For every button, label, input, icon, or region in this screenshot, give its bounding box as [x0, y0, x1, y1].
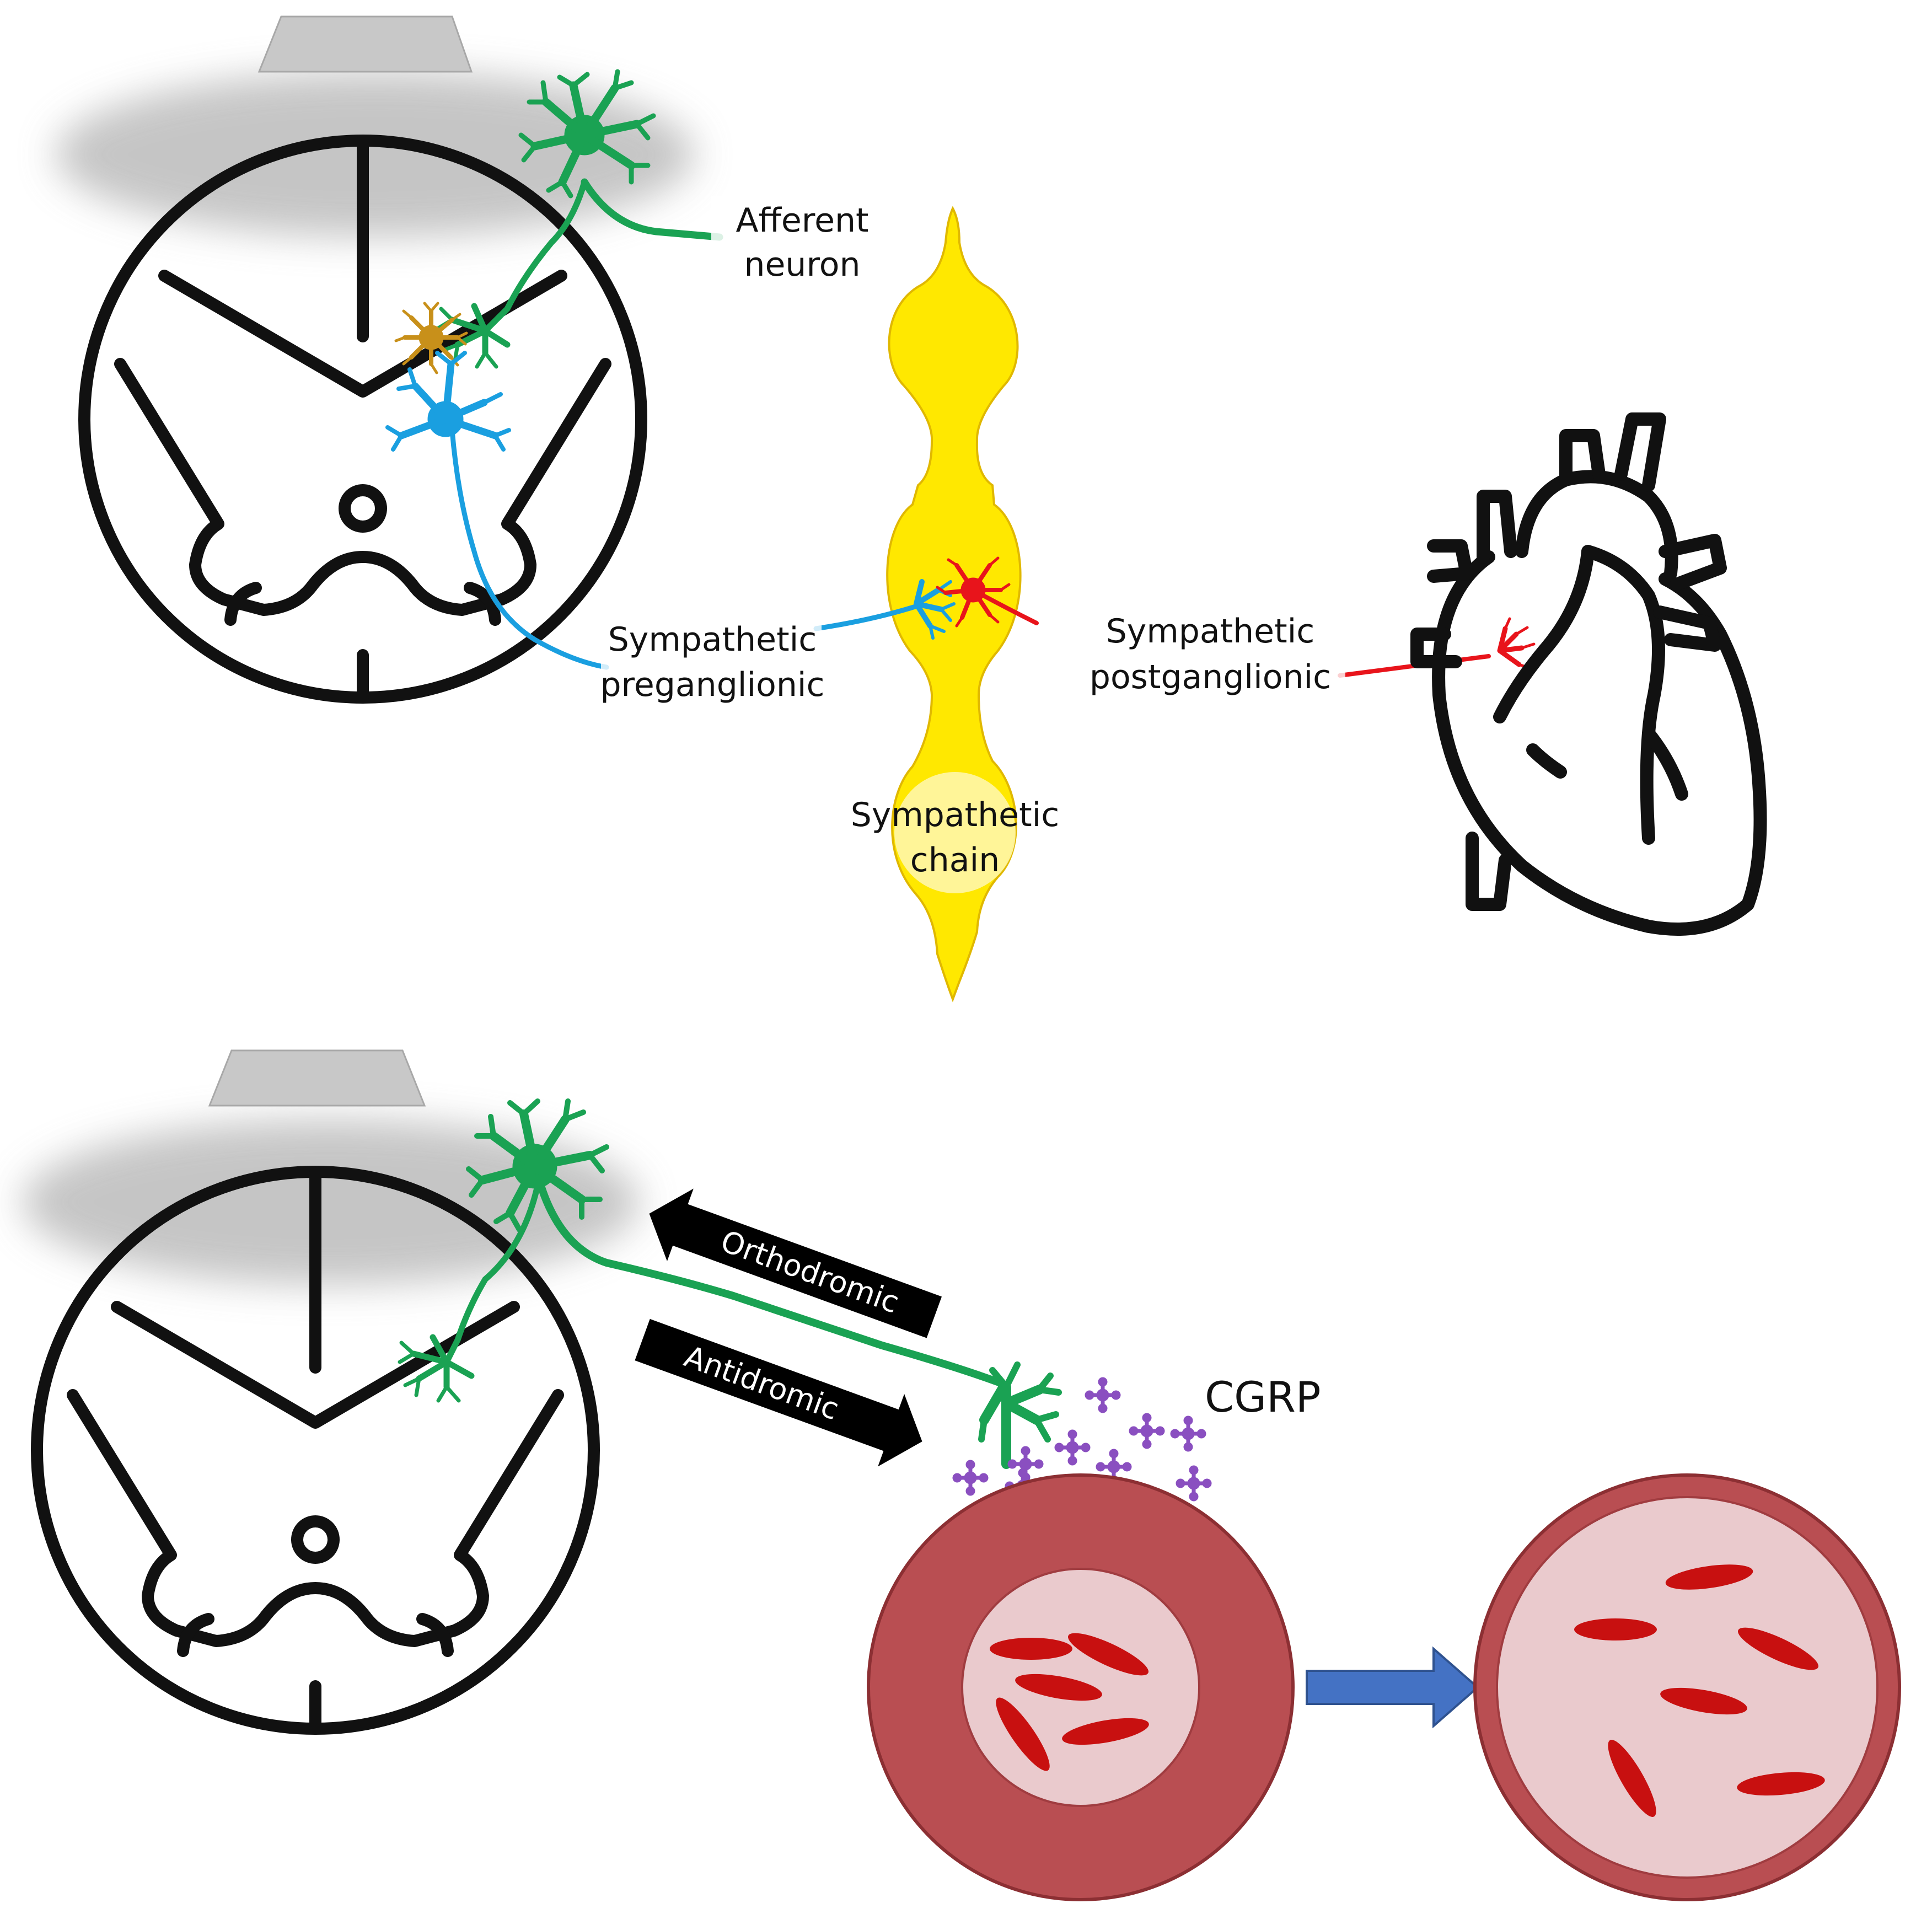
orthodromic-arrow: Orthodromic: [649, 1188, 942, 1338]
afferent-cell-body-bottom: [466, 1098, 609, 1232]
afferent-label-line2: neuron: [744, 245, 860, 284]
afferent-cell-body: [518, 69, 656, 199]
stimulus-block-bottom: [208, 1049, 426, 1107]
postganglionic-label: Sympathetic postganglionic: [1090, 604, 1345, 703]
chain-label-line1: Sympathetic: [851, 796, 1060, 834]
cgrp-molecule: [1170, 1416, 1206, 1452]
red-blood-cells-dilated: [1574, 1564, 1825, 1817]
afferent-fiber-bottom: [534, 1171, 1007, 1388]
cgrp-molecule: [952, 1460, 989, 1496]
red-blood-cell: [1062, 1718, 1149, 1745]
red-blood-cell: [1665, 1564, 1753, 1590]
afferent-central-branch-bottom: [443, 1182, 541, 1365]
red-blood-cell: [990, 1638, 1072, 1660]
vessel-constricted: [867, 1473, 1295, 1901]
vessel-dilated: [1473, 1473, 1901, 1901]
preganglionic-label-line1: Sympathetic: [608, 620, 817, 659]
antidromic-arrow-shape: [635, 1318, 922, 1467]
orthodromic-arrow-shape: [649, 1188, 942, 1338]
preganglionic-neuron: [385, 351, 956, 670]
stimulus-shadow: [55, 72, 695, 237]
chain-label-line2: chain: [910, 841, 1000, 880]
afferent-neuron-bottom: [398, 1098, 1062, 1469]
red-blood-cells-constricted: [990, 1633, 1149, 1771]
red-blood-cell: [1574, 1618, 1657, 1640]
red-blood-cell: [996, 1697, 1050, 1771]
red-blood-cell: [1737, 1772, 1825, 1796]
antidromic-arrow: Antidromic: [635, 1318, 922, 1467]
cgrp-label: CGRP: [1205, 1372, 1321, 1422]
sympathetic-chain-label: Sympathetic chain: [851, 796, 1060, 880]
afferent-label: Afferent neuron: [711, 196, 888, 289]
postganglionic-cell-body: [936, 556, 1011, 628]
preganglionic-label: Sympathetic preganglionic: [600, 612, 825, 711]
preganglionic-cell-body: [385, 351, 511, 452]
bottom-panel: Orthodromic Antidromic CGRP: [22, 1049, 1901, 1901]
preganglionic-axon: [449, 427, 609, 670]
red-blood-cell: [1738, 1627, 1818, 1670]
cgrp-molecule: [1085, 1377, 1121, 1413]
spinal-cord-top: [84, 141, 641, 698]
afferent-neuron-top: [436, 69, 723, 369]
afferent-central-branch: [482, 179, 588, 334]
bottom-stimulus: [22, 1049, 640, 1285]
chain-label-highlight: [894, 772, 1016, 893]
vasodilation-arrow: [1306, 1646, 1480, 1729]
afferent-peripheral-terminal: [978, 1361, 1062, 1469]
preganglionic-label-line2: preganglionic: [600, 666, 824, 704]
afferent-axon: [581, 178, 723, 241]
red-blood-cell: [1660, 1687, 1747, 1715]
stimulus-block: [257, 15, 473, 73]
heart-icon: [1410, 412, 1767, 936]
cgrp-molecule: [1054, 1429, 1091, 1466]
postganglionic-terminal: [1497, 617, 1536, 670]
orthodromic-label: Orthodromic: [716, 1224, 904, 1320]
stimulus-shadow-bottom: [22, 1119, 640, 1285]
top-panel: Afferent neuron Sympathetic preganglioni…: [55, 15, 1767, 1002]
red-blood-cell: [1608, 1740, 1656, 1817]
postganglionic-label-line2: postganglionic: [1090, 658, 1331, 696]
red-blood-cell: [1068, 1633, 1149, 1676]
preganglionic-axon-fiber: [813, 604, 918, 631]
cgrp-molecule: [1176, 1465, 1212, 1502]
red-blood-cell: [1015, 1674, 1102, 1701]
vessel-lumen-dilated: [1496, 1496, 1879, 1879]
afferent-label-line1: Afferent: [736, 201, 868, 240]
postganglionic-label-line1: Sympathetic: [1106, 612, 1315, 651]
afferent-central-terminal-bottom: [398, 1334, 475, 1403]
cgrp-molecule: [1129, 1413, 1165, 1449]
